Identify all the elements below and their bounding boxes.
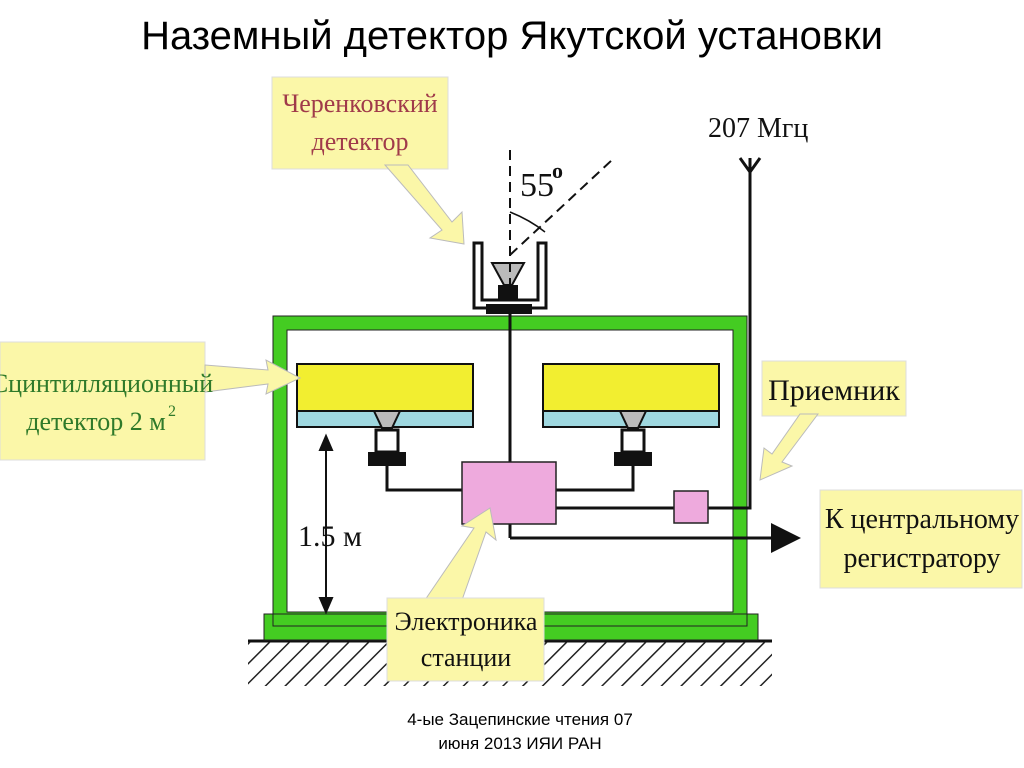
callout-central: [819, 489, 1023, 589]
electronics-box: [461, 461, 557, 525]
cherenkov-label-line1: Черенковский: [282, 89, 437, 118]
angle-degree: о: [552, 158, 563, 183]
electronics-label-line2: станции: [421, 643, 512, 672]
angle-label: 55: [520, 167, 554, 204]
cherenkov-housing: [472, 150, 613, 314]
callout-electronics: [386, 507, 545, 682]
receiver-box: [673, 490, 709, 524]
receiver-label: Приемник: [768, 374, 900, 407]
electronics-label-line1: Электроника: [395, 607, 538, 636]
central-label-line1: К центральному: [825, 504, 1019, 535]
scintillator-right: [542, 363, 720, 466]
callout-scintillator: [0, 341, 302, 461]
scintillator-label-sup: 2: [168, 403, 176, 420]
scintillator-left: [296, 363, 474, 466]
scintillator-label-line1: Сцинтилляционный: [0, 369, 213, 398]
frequency-label: 207 Мгц: [708, 113, 808, 144]
height-label: 1.5 м: [298, 520, 362, 553]
wiring: [385, 178, 801, 553]
central-label-line2: регистратору: [843, 543, 1000, 574]
footer-line2: июня 2013 ИЯИ РАН: [438, 734, 602, 753]
cherenkov-label-line2: детектор: [312, 127, 409, 156]
antenna-icon: [738, 157, 762, 178]
footer: 4-ые Зацепинские чтения 07 июня 2013 ИЯИ…: [360, 708, 680, 756]
page-title: Наземный детектор Якутской установки: [141, 14, 883, 58]
height-dimension: [318, 433, 334, 615]
callout-cherenkov: [271, 76, 465, 245]
callout-receiver: [759, 360, 907, 481]
scintillator-label-line2: детектор 2 м: [26, 407, 165, 436]
footer-line1: 4-ые Зацепинские чтения 07: [407, 710, 633, 729]
